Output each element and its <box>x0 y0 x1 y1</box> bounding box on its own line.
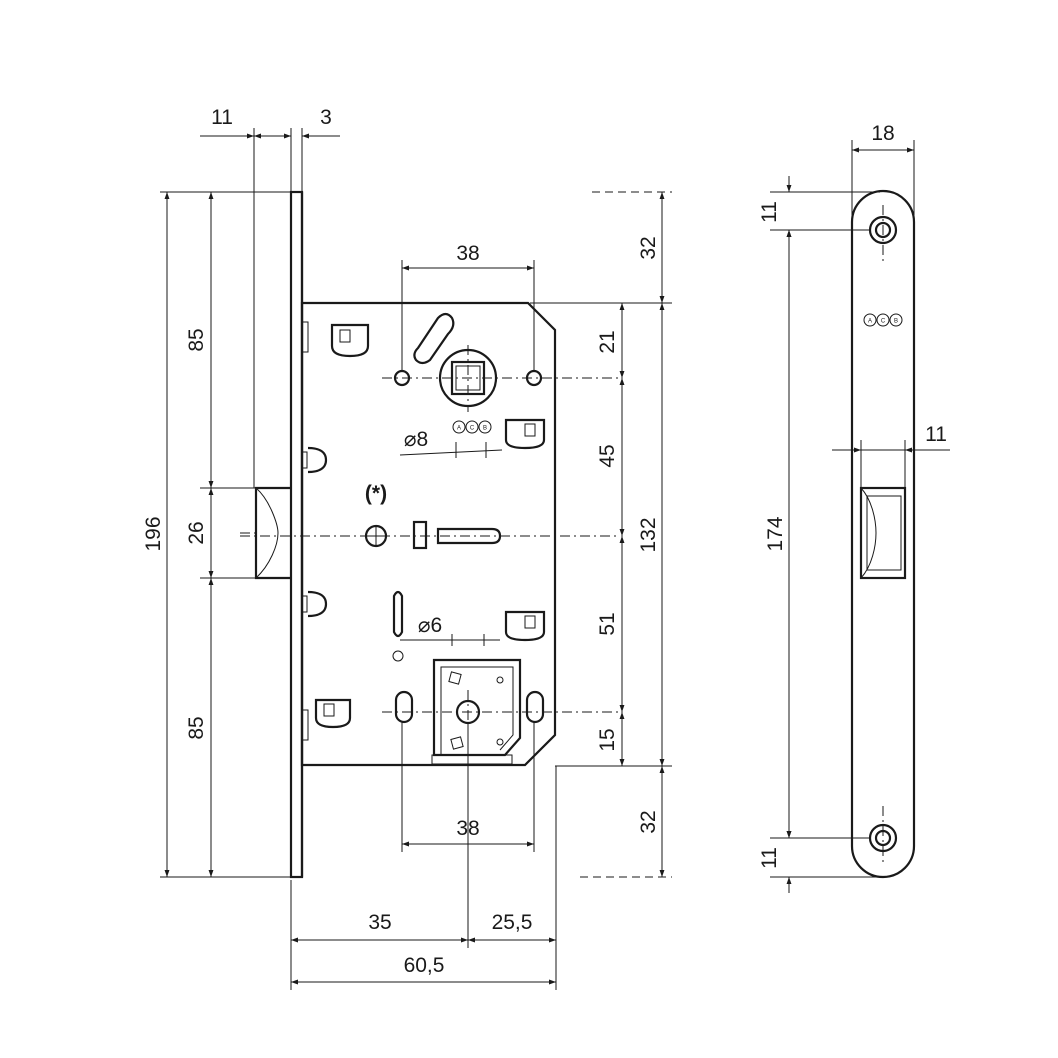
mounting-slot <box>394 690 414 724</box>
dim-lower: 85 <box>185 716 208 739</box>
dim-faceplate-width: 18 <box>871 122 894 145</box>
note-marker: (*) <box>365 482 387 505</box>
faceplate-dimensions: 18 11 174 11 11 <box>758 122 950 893</box>
acb-stamp: A C B <box>452 420 492 434</box>
acb-stamp: A C B <box>863 313 903 327</box>
rivet-slot <box>504 610 546 642</box>
dim-right-bottom: 32 <box>637 810 660 833</box>
dim-right-c: 51 <box>596 612 619 635</box>
dim-hole-offset-bottom: 11 <box>758 847 781 869</box>
front-faceplate <box>289 190 304 879</box>
dim-upper: 85 <box>185 328 208 351</box>
dim-right-top: 32 <box>637 236 660 259</box>
dim-top-width: 11 <box>211 106 233 129</box>
angled-slot <box>413 312 455 365</box>
stamp-letter: C <box>470 426 475 432</box>
dim-right-b: 45 <box>596 444 619 467</box>
dim-right-d: 15 <box>596 728 619 751</box>
dim-depth: 60,5 <box>404 954 445 977</box>
faceplate-outline <box>850 189 916 879</box>
rivet-slot <box>330 323 370 358</box>
mounting-slot <box>525 690 545 724</box>
dim-latch: 26 <box>185 521 208 544</box>
stamp-letter: B <box>483 426 487 432</box>
front-dimensions: 11 3 196 85 26 85 38 ⌀8 ⌀6 38 <box>142 106 672 990</box>
dim-hole-spacing: 174 <box>764 516 787 551</box>
stamp-letter: B <box>894 319 898 325</box>
dim-total-height: 196 <box>142 516 165 551</box>
lock-front-view: A C B (*) <box>240 190 622 879</box>
dim-top-thickness: 3 <box>320 106 332 129</box>
latch-bolt <box>254 486 291 580</box>
stamp-letter: C <box>881 319 886 325</box>
rivet-slot <box>314 698 352 729</box>
faceplate-view: A C B <box>850 189 916 879</box>
dim-backset: 35 <box>368 911 391 934</box>
dim-center-spacing-top: 38 <box>456 242 479 265</box>
dim-right-a: 21 <box>596 330 619 353</box>
dim-hole-top: ⌀8 <box>404 428 428 451</box>
dim-latch-width: 11 <box>925 423 947 446</box>
lock-case <box>300 301 557 767</box>
stamp-letter: A <box>457 426 461 432</box>
dim-hole-offset-top: 11 <box>758 201 781 223</box>
dim-rear: 25,5 <box>492 911 533 934</box>
dim-hole-bottom: ⌀6 <box>418 614 442 637</box>
stamp-letter: A <box>868 319 872 325</box>
latch-opening <box>859 486 907 580</box>
rivet-slot <box>504 418 546 450</box>
dim-right-body: 132 <box>637 517 660 552</box>
